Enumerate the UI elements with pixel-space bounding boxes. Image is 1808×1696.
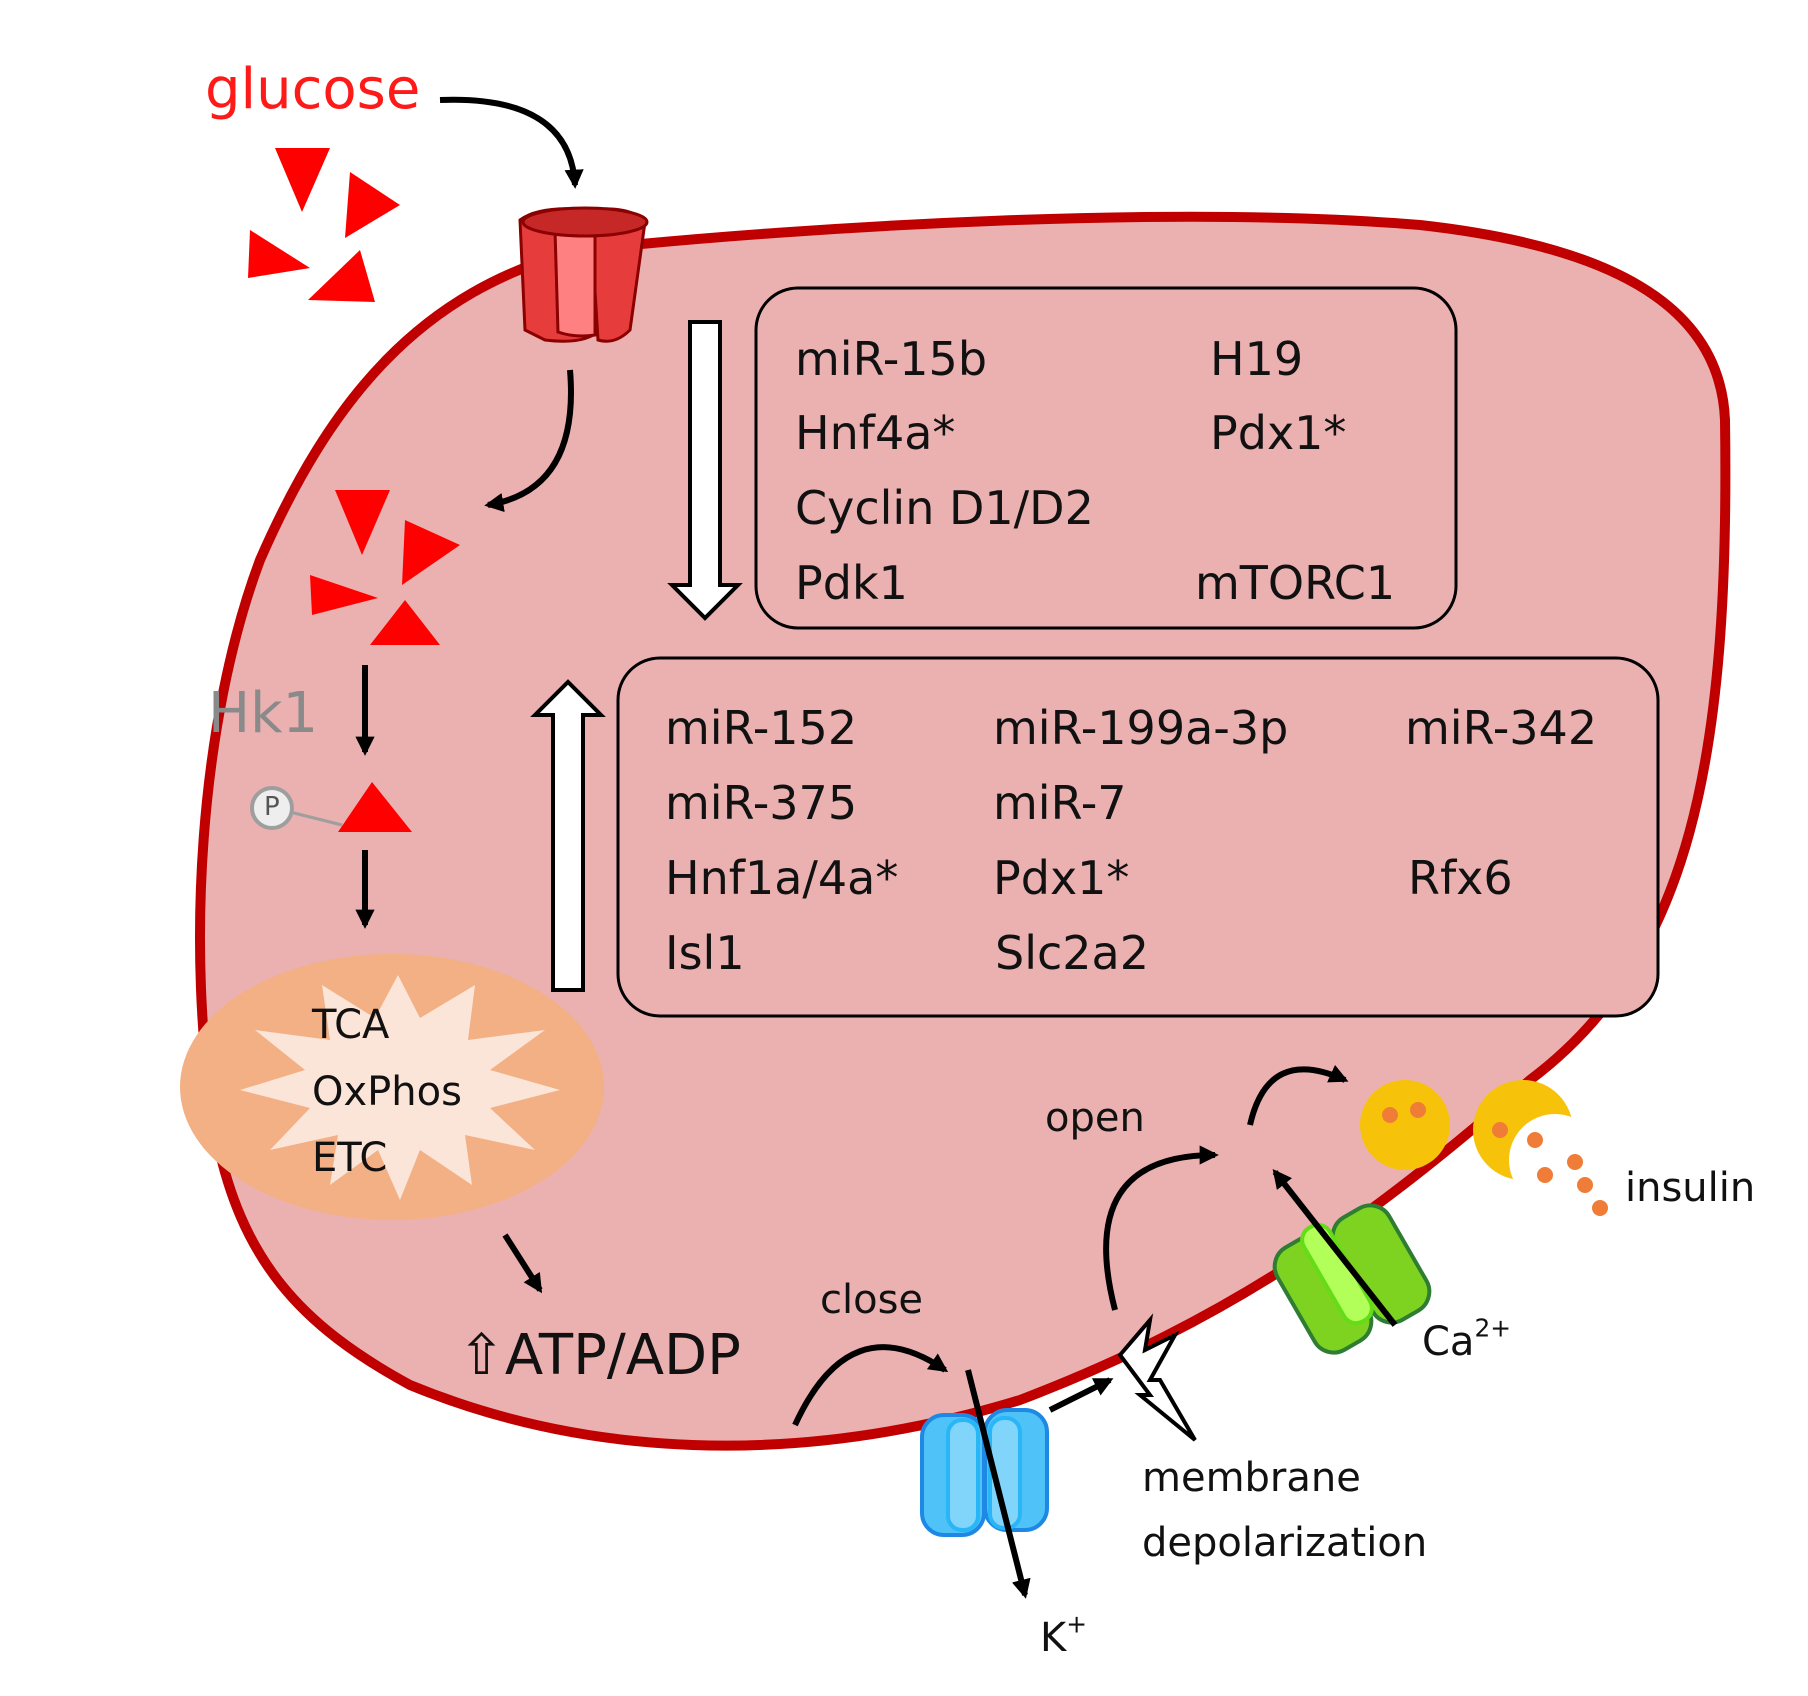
gene-hnf4a: Hnf4a* xyxy=(795,406,956,460)
open-label: open xyxy=(1045,1095,1145,1141)
gene-mir-342: miR-342 xyxy=(1405,701,1598,755)
gene-cyclin-d1-d2: Cyclin D1/D2 xyxy=(795,481,1094,535)
gene-h19: H19 xyxy=(1210,332,1304,386)
glucose-molecules-outside xyxy=(248,148,400,302)
depolarization-arrow xyxy=(1048,1377,1114,1413)
close-label: close xyxy=(820,1277,924,1323)
gene-pdx1-up: Pdx1* xyxy=(993,851,1130,905)
up-arrow-icon: ⇧ xyxy=(458,1323,505,1388)
glucose-6-phosphate xyxy=(250,782,412,832)
gene-rfx6: Rfx6 xyxy=(1408,851,1513,905)
exocytosis-arrow xyxy=(1247,1064,1349,1126)
gene-mir-7: miR-7 xyxy=(993,776,1127,830)
atp-adp-text: ATP/ADP xyxy=(504,1323,741,1388)
k-ion-label: K+ xyxy=(1040,1609,1088,1661)
up-regulation-arrow xyxy=(530,679,606,992)
down-regulation-arrow xyxy=(667,320,743,621)
glucose-molecules-inside xyxy=(310,490,460,645)
mito-etc: ETC xyxy=(312,1135,388,1181)
insulin-label: insulin xyxy=(1625,1165,1756,1211)
gene-pdk1: Pdk1 xyxy=(795,556,908,610)
gene-mir-152: miR-152 xyxy=(665,701,858,755)
depolarization-label: depolarization xyxy=(1142,1520,1428,1566)
mito-oxphos: OxPhos xyxy=(312,1069,462,1115)
glucose-in-arrow xyxy=(439,96,584,189)
membrane-label: membrane xyxy=(1142,1455,1361,1501)
close-arrow xyxy=(792,1344,949,1427)
atp-arrow xyxy=(502,1233,543,1294)
mito-tca: TCA xyxy=(312,1002,390,1048)
glucose-transporter xyxy=(518,206,649,343)
down-box-frame xyxy=(754,286,1458,630)
ca-ion-label: Ca2+ xyxy=(1422,1313,1512,1365)
insulin-granules xyxy=(1360,1080,1608,1216)
lightning-icon xyxy=(1117,1313,1197,1442)
k-efflux-arrow xyxy=(965,1369,1031,1599)
gene-isl1: Isl1 xyxy=(665,926,745,980)
gene-mir-15b: miR-15b xyxy=(795,332,988,386)
calcium-influx-arrow xyxy=(1272,1168,1398,1327)
gene-mir-375: miR-375 xyxy=(665,776,858,830)
glucose-label: glucose xyxy=(205,57,421,122)
up-box-frame xyxy=(616,656,1660,1018)
gene-mtorc1: mTORC1 xyxy=(1195,556,1396,610)
gene-slc2a2: Slc2a2 xyxy=(995,926,1149,980)
mitochondrion xyxy=(180,954,604,1220)
phosphate-label: P xyxy=(264,792,280,822)
hk1-label: Hk1 xyxy=(208,681,319,746)
gene-hnf1a-4a: Hnf1a/4a* xyxy=(665,851,899,905)
gene-pdx1-down: Pdx1* xyxy=(1210,406,1347,460)
atp-adp-label: ⇧ATP/ADP xyxy=(458,1328,741,1384)
glucose-transport-arrow xyxy=(484,369,574,512)
open-arrow xyxy=(1103,1145,1219,1311)
gene-mir-199a-3p: miR-199a-3p xyxy=(993,701,1289,755)
